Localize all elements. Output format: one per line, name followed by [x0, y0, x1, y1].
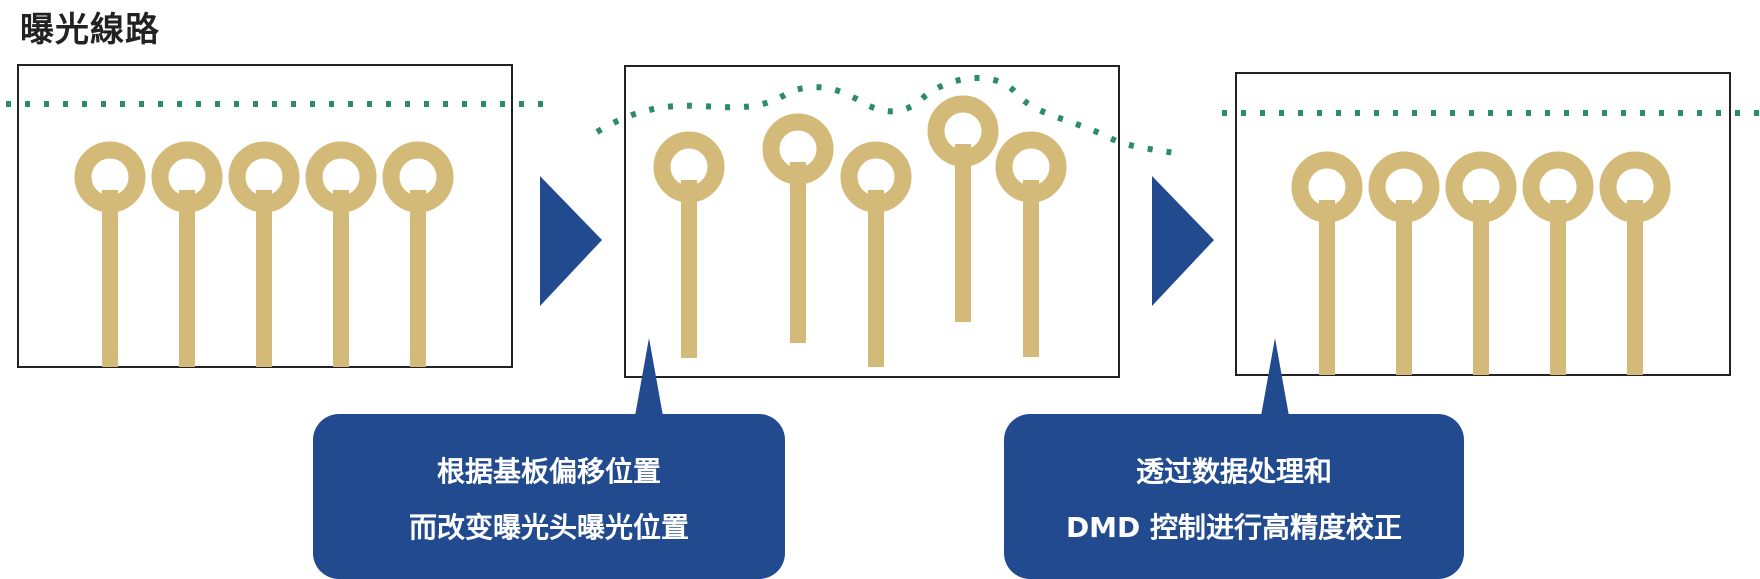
- callout-line: 透过数据处理和: [1135, 455, 1332, 488]
- callout-line: 而改变曝光头曝光位置: [408, 511, 689, 544]
- pad-with-trace: [151, 141, 223, 367]
- pad-with-trace: [305, 141, 377, 367]
- callout-offset-adjust: 根据基板偏移位置 而改变曝光头曝光位置: [313, 338, 785, 579]
- callout-line: DMD 控制进行高精度校正: [1065, 511, 1403, 544]
- pad-row: [653, 95, 1067, 367]
- page-title: 曝光線路: [20, 10, 160, 50]
- pad-with-trace: [1445, 151, 1517, 375]
- callout-pointer: [635, 338, 663, 416]
- pad-with-trace: [1599, 151, 1671, 375]
- callout-line: 根据基板偏移位置: [436, 455, 661, 488]
- panel-frame: [624, 65, 1120, 378]
- panel-offset: [595, 65, 1181, 378]
- callout-pointer: [1261, 338, 1289, 416]
- arrow-right-icon: [540, 176, 602, 306]
- pad-with-trace: [228, 141, 300, 367]
- pad-with-trace: [653, 131, 725, 358]
- pad-row: [74, 141, 454, 367]
- pad-row: [1291, 151, 1671, 375]
- pad-with-trace: [74, 141, 146, 367]
- pad-with-trace: [762, 113, 834, 343]
- panel-original: [6, 64, 545, 368]
- pad-with-trace: [1522, 151, 1594, 375]
- panel-corrected: [1222, 72, 1760, 376]
- callout-dmd-correction: 透过数据处理和 DMD 控制进行高精度校正: [1004, 338, 1464, 579]
- pad-with-trace: [1368, 151, 1440, 375]
- pad-with-trace: [840, 141, 912, 367]
- pad-with-trace: [382, 141, 454, 367]
- pad-with-trace: [995, 131, 1067, 357]
- pad-with-trace: [1291, 151, 1363, 375]
- arrow-right-icon: [1152, 176, 1214, 306]
- pad-with-trace: [927, 95, 999, 322]
